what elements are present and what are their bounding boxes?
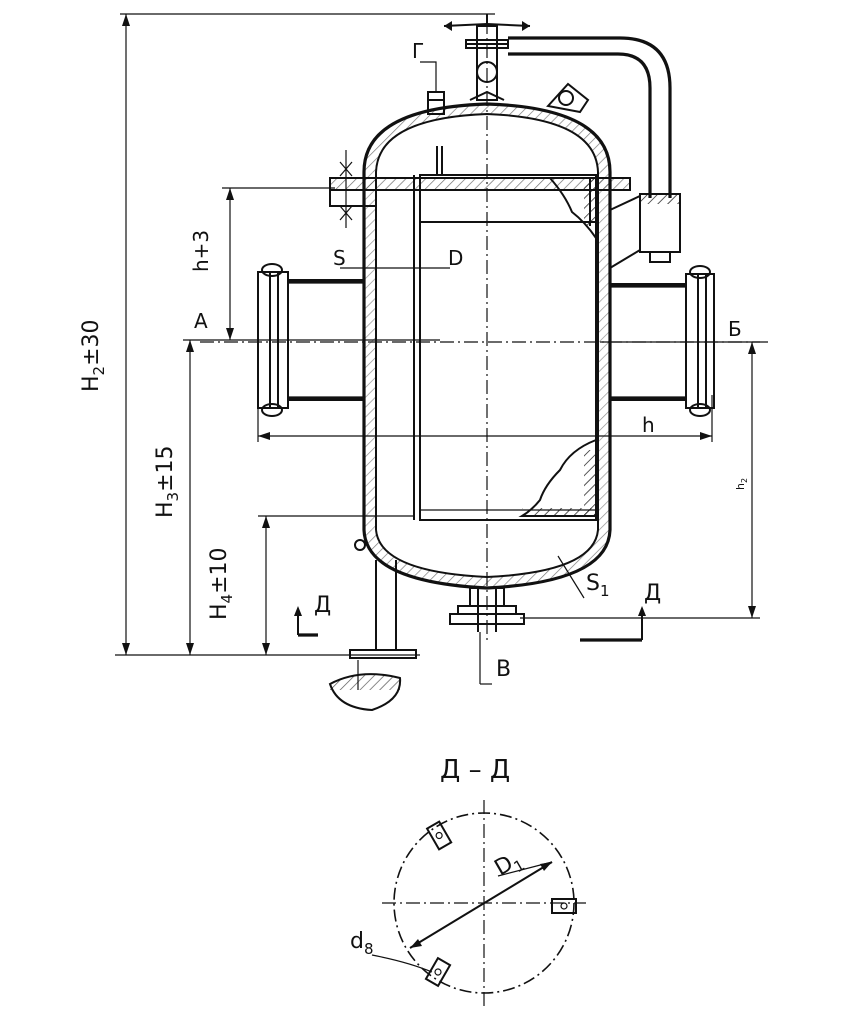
- label-d: D: [448, 246, 463, 270]
- label-h: h: [642, 413, 655, 437]
- label-h3: H3±15: [153, 445, 182, 518]
- label-d8: d8: [350, 929, 374, 958]
- vent-valve-assembly: [420, 14, 681, 269]
- label-d-right: Д: [644, 581, 661, 606]
- section-title: Д – Д: [440, 755, 510, 785]
- label-b: Б: [728, 317, 742, 341]
- label-h2-overall: H2±30: [79, 319, 108, 392]
- label-s: S: [333, 246, 346, 270]
- vessel-body: [362, 102, 612, 590]
- inlet-nozzle-left: [257, 263, 365, 417]
- label-v: В: [496, 657, 511, 682]
- label-s1: S1: [586, 571, 610, 600]
- section-view: [371, 800, 586, 1010]
- label-d-left: Д: [314, 593, 331, 618]
- label-a: А: [194, 309, 208, 333]
- label-g: Г: [412, 39, 424, 63]
- label-h4: H4±10: [207, 547, 236, 620]
- label-h2-small: h2: [734, 478, 749, 490]
- center-axes: [200, 20, 760, 640]
- drain-and-support: [294, 539, 646, 712]
- outlet-nozzle-right: [609, 265, 715, 417]
- inner-cartridge: [329, 146, 631, 521]
- labels: Г h+3 S D А Б h h2 H2±30 H3±15 H4±10 Д Д…: [79, 39, 749, 958]
- label-h-tol: h+3: [189, 230, 213, 272]
